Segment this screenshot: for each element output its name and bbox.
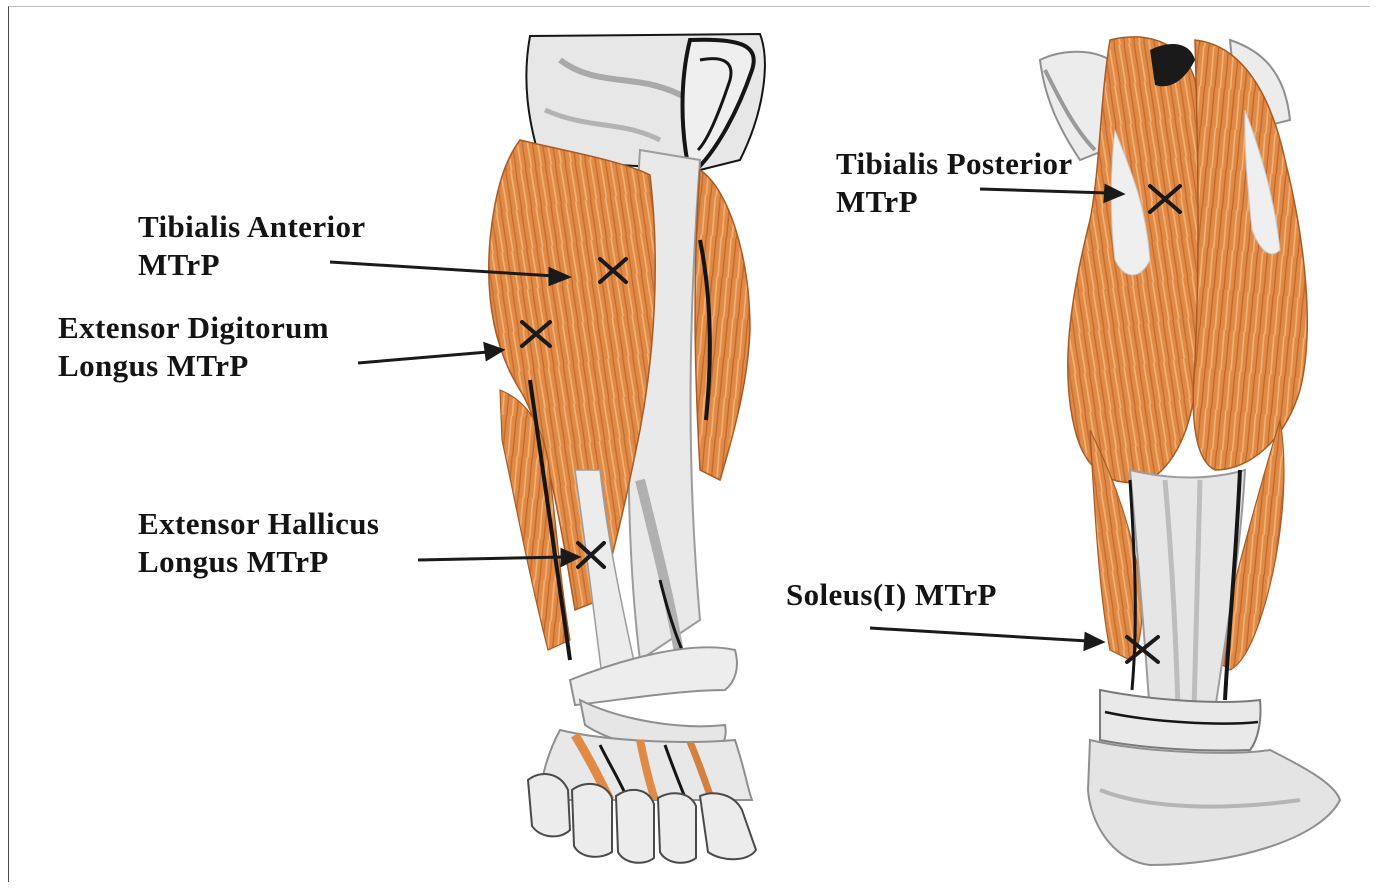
heel — [1088, 740, 1340, 865]
peroneus-muscle — [695, 170, 750, 480]
label-tibialis-posterior: Tibialis Posterior MTrP — [836, 145, 1073, 221]
anterior-leg — [489, 34, 765, 863]
label-tibialis-anterior: Tibialis Anterior MTrP — [138, 208, 366, 284]
posterior-leg — [1040, 37, 1340, 865]
label-extensor-hallicus-line1: Extensor Hallicus — [138, 505, 379, 543]
ankle-retinaculum — [570, 647, 737, 705]
label-extensor-digitorum-line1: Extensor Digitorum — [58, 309, 329, 347]
label-extensor-digitorum-line2: Longus MTrP — [58, 347, 329, 385]
label-tibialis-anterior-line2: MTrP — [138, 246, 366, 284]
arrow-icon — [358, 344, 502, 363]
label-tibialis-posterior-line2: MTrP — [836, 183, 1073, 221]
label-soleus: Soleus(I) MTrP — [786, 576, 997, 614]
gastrocnemius-lateral — [1193, 40, 1307, 470]
label-tibialis-anterior-line1: Tibialis Anterior — [138, 208, 366, 246]
label-extensor-hallicus-line2: Longus MTrP — [138, 543, 379, 581]
label-extensor-digitorum: Extensor Digitorum Longus MTrP — [58, 309, 329, 385]
label-extensor-hallicus: Extensor Hallicus Longus MTrP — [138, 505, 379, 581]
arrow-icon — [870, 628, 1102, 649]
label-soleus-line1: Soleus(I) MTrP — [786, 576, 997, 614]
label-tibialis-posterior-line1: Tibialis Posterior — [836, 145, 1073, 183]
